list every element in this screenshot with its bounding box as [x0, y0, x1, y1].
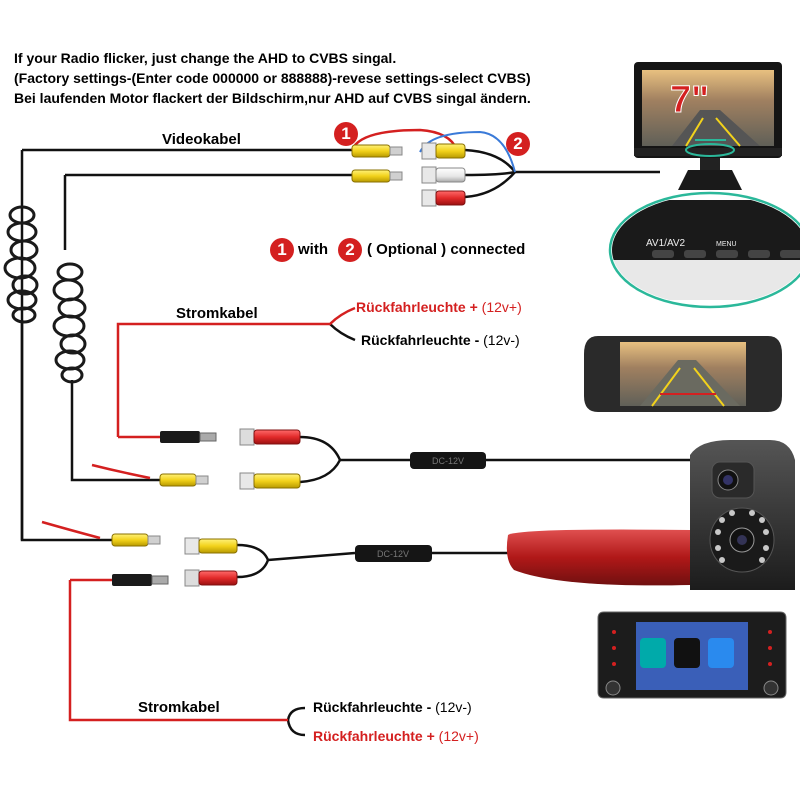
svg-text:7": 7" — [670, 79, 709, 121]
minus-bottom-label: Rückfahrleuchte - (12v-) — [313, 699, 472, 715]
dc-plug-low — [112, 574, 169, 586]
svg-text:MENU: MENU — [716, 241, 737, 248]
monitor-7inch: 7" — [634, 62, 782, 190]
rca-yellow-mid — [159, 473, 209, 487]
optional-with-label: with — [298, 241, 328, 258]
inline-box-low: DC-12V — [355, 545, 432, 562]
rca-female-white — [421, 166, 466, 184]
optional-badge-2-top: 2 — [506, 132, 530, 156]
stromkabel-bottom-label: Stromkabel — [138, 699, 220, 716]
coil-left — [3, 205, 39, 324]
car-radio — [597, 611, 787, 699]
rca-yellow-low — [111, 533, 161, 547]
plus-bottom-label: Rückfahrleuchte + (12v+) — [313, 728, 479, 744]
rca-female-red — [421, 189, 466, 207]
rca-female-yellow — [421, 142, 466, 160]
rca-yellow-top-2 — [351, 169, 403, 183]
dc-socket-red-top — [239, 428, 301, 446]
videokabel-label: Videokabel — [162, 131, 241, 148]
svg-text:DC-12V: DC-12V — [432, 456, 464, 466]
coil-right — [52, 262, 87, 384]
inline-box-top: DC-12V — [410, 452, 486, 469]
rca-yellow-top — [351, 144, 403, 158]
optional-connected-label: ( Optional ) connected — [367, 241, 526, 258]
rca-female-yellow-low — [184, 537, 238, 555]
note-line-3: Bei laufenden Motor flackert der Bildsch… — [14, 90, 531, 106]
svg-text:AV1/AV2: AV1/AV2 — [646, 238, 686, 249]
dc-plug-top — [160, 431, 217, 443]
red-wires — [41, 128, 459, 722]
svg-text:DC-12V: DC-12V — [377, 549, 409, 559]
menu-zoom-bubble: AV1/AV2 MENU — [608, 191, 800, 309]
plus-top-label: Rückfahrleuchte + (12v+) — [356, 299, 522, 315]
mirror-monitor — [584, 336, 782, 412]
optional-badge-1: 1 — [270, 238, 294, 262]
note-line-1: If your Radio flicker, just change the A… — [14, 50, 397, 66]
stromkabel-top-label: Stromkabel — [176, 305, 258, 322]
optional-badge-1-top: 1 — [334, 122, 358, 146]
optional-badge-2: 2 — [338, 238, 362, 262]
note-line-2: (Factory settings-(Enter code 000000 or … — [14, 70, 531, 86]
brake-light-camera — [506, 440, 795, 590]
rca-female-yellow-mid — [239, 472, 301, 490]
black-wires — [20, 148, 690, 737]
dc-socket-red-low — [184, 569, 238, 587]
blue-jumper — [419, 130, 516, 173]
minus-top-label: Rückfahrleuchte - (12v-) — [361, 332, 520, 348]
